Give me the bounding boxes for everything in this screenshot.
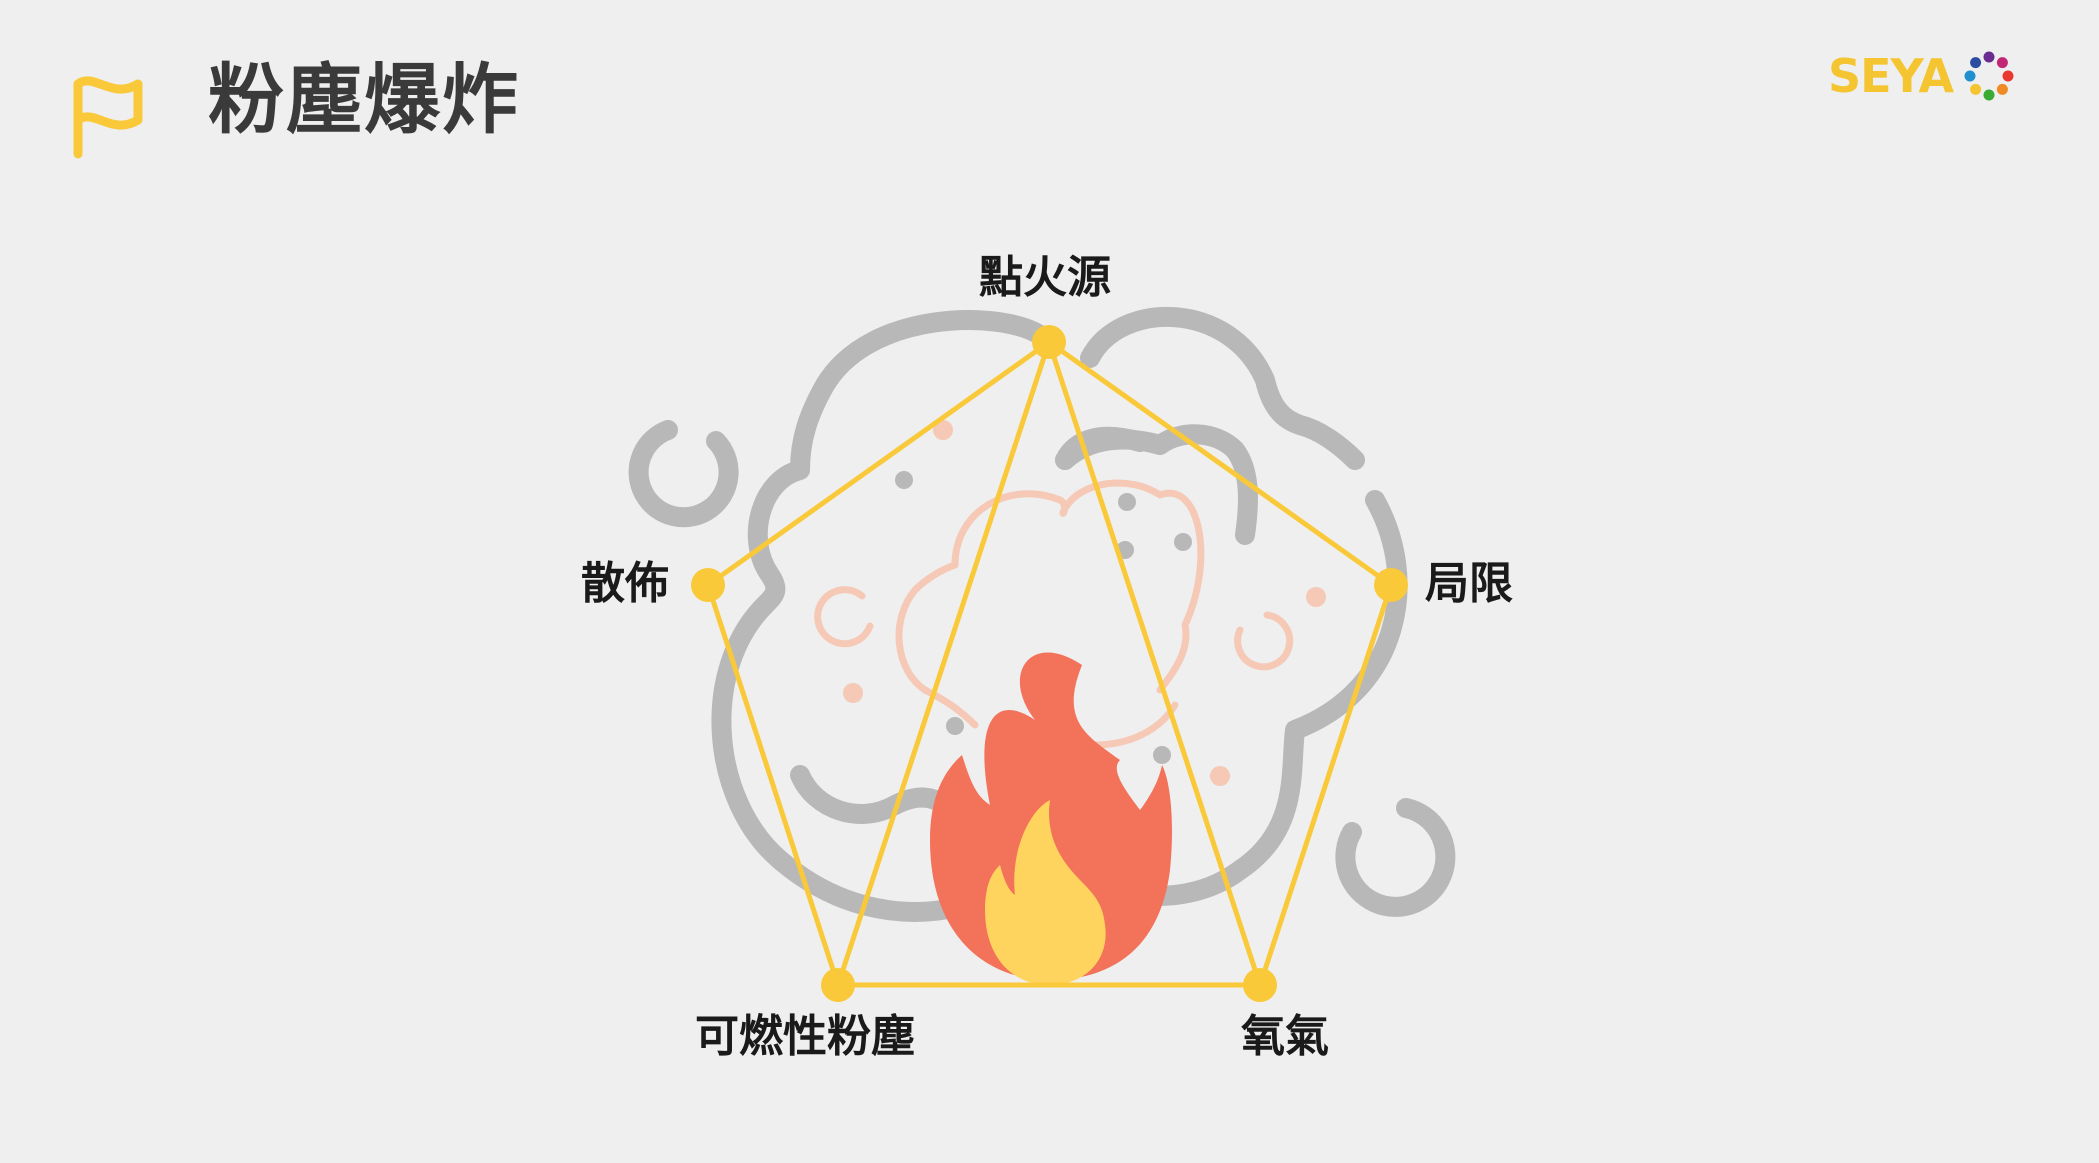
edge-right-bottomright [1257, 582, 1394, 988]
label-ignition-source: 點火源 [979, 252, 1111, 303]
label-dispersion: 散佈 [581, 558, 669, 609]
seya-logo: SEYA [1828, 48, 2015, 104]
edge-top-bottomleft [835, 339, 1052, 988]
edge-top-bottomright [1046, 339, 1263, 988]
pentagon-nodes [691, 325, 1408, 1002]
edge-top-right [1046, 339, 1394, 588]
node-combustible-dust [821, 968, 855, 1002]
label-confinement: 局限 [1425, 558, 1513, 609]
label-combustible-dust: 可燃性粉塵 [695, 1011, 915, 1062]
node-oxygen [1243, 968, 1277, 1002]
logo-dots-icon [1964, 51, 2014, 101]
node-ignition-source [1032, 325, 1066, 359]
pentagon-edges [705, 339, 1394, 988]
flag-icon [73, 76, 143, 159]
page-title: 粉塵爆炸 [208, 55, 520, 144]
label-oxygen: 氧氣 [1241, 1011, 1329, 1062]
node-confinement [1374, 568, 1408, 602]
edge-top-left [705, 339, 1052, 588]
node-dispersion [691, 568, 725, 602]
fire-icon [930, 652, 1173, 985]
edge-left-bottomleft [705, 582, 841, 988]
logo-text: SEYA [1828, 49, 1954, 103]
